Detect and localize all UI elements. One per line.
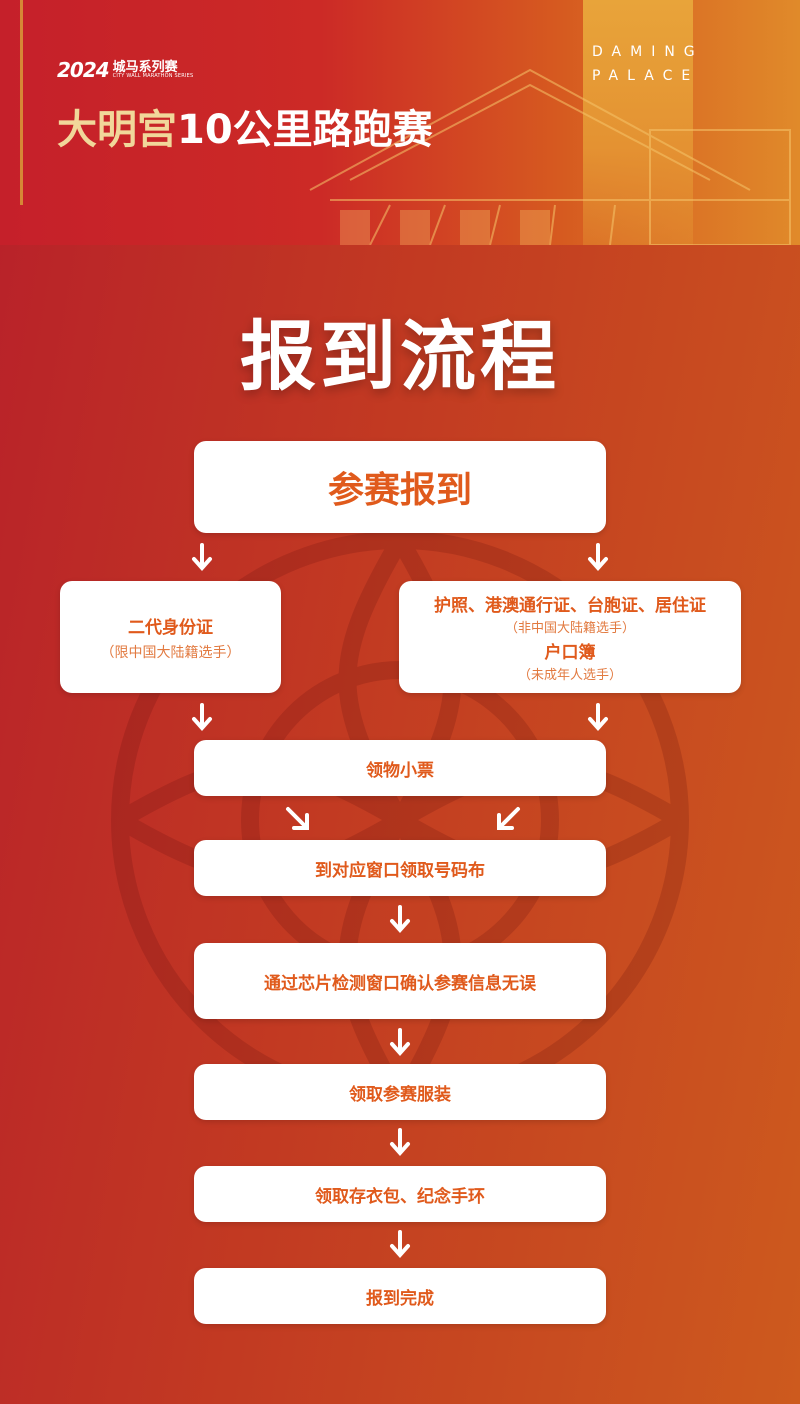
step-2: 到对应窗口领取号码布 bbox=[194, 840, 606, 896]
daming-line-1: DAMING bbox=[592, 44, 704, 60]
step-4-label: 领取参赛服装 bbox=[349, 1084, 451, 1105]
arrow-down-icon bbox=[192, 543, 212, 571]
daming-palace-label: DAMING PALACE bbox=[592, 40, 704, 88]
branch-left-note: （限中国大陆籍选手） bbox=[100, 644, 241, 661]
step-3-label: 通过芯片检测窗口确认参赛信息无误 bbox=[264, 973, 536, 994]
arrow-down-icon bbox=[588, 543, 608, 571]
series-logo: 2024 城马系列赛 CITY WALL MARATHON SERIES bbox=[57, 58, 193, 82]
step-5-label: 领取存衣包、纪念手环 bbox=[315, 1186, 485, 1207]
gold-line-decoration bbox=[20, 0, 23, 205]
branch-right-title-2: 户口簿 bbox=[544, 643, 596, 663]
arrow-down-icon bbox=[390, 1128, 410, 1156]
daming-line-2: PALACE bbox=[592, 68, 700, 84]
branch-right-title: 护照、港澳通行证、台胞证、居住证 bbox=[434, 596, 706, 616]
series-name: 城马系列赛 bbox=[112, 60, 178, 75]
step-1-label: 领物小票 bbox=[366, 760, 434, 781]
header-banner: 2024 城马系列赛 CITY WALL MARATHON SERIES 大明宫… bbox=[0, 0, 800, 245]
branch-right-documents: 护照、港澳通行证、台胞证、居住证 （非中国大陆籍选手） 户口簿 （未成年人选手） bbox=[399, 581, 741, 693]
step-start: 参赛报到 bbox=[194, 441, 606, 533]
event-title-gold: 大明宫 bbox=[57, 106, 177, 153]
step-5: 领取存衣包、纪念手环 bbox=[194, 1166, 606, 1222]
step-6-label: 报到完成 bbox=[366, 1288, 434, 1309]
step-start-label: 参赛报到 bbox=[327, 470, 472, 511]
event-title: 大明宫10公里路跑赛 bbox=[57, 97, 433, 155]
step-2-label: 到对应窗口领取号码布 bbox=[315, 860, 485, 881]
step-3: 通过芯片检测窗口确认参赛信息无误 bbox=[194, 943, 606, 1019]
series-english: CITY WALL MARATHON SERIES bbox=[112, 73, 194, 79]
arrow-down-left-icon bbox=[497, 807, 520, 830]
branch-right-note: （非中国大陆籍选手） bbox=[504, 621, 635, 636]
arrow-down-icon bbox=[588, 703, 608, 731]
branch-right-note-2: （未成年人选手） bbox=[517, 668, 622, 683]
step-4: 领取参赛服装 bbox=[194, 1064, 606, 1120]
palace-illustration-icon bbox=[309, 68, 791, 245]
step-1: 领物小票 bbox=[194, 740, 606, 796]
arrow-down-icon bbox=[390, 1230, 410, 1258]
arrow-down-icon bbox=[390, 1028, 410, 1056]
branch-left-id-card: 二代身份证 （限中国大陆籍选手） bbox=[60, 581, 281, 693]
arrow-down-icon bbox=[192, 703, 212, 731]
page-title: 报到流程 bbox=[240, 312, 560, 401]
arrow-down-right-icon bbox=[286, 807, 309, 830]
step-6: 报到完成 bbox=[194, 1268, 606, 1324]
branch-left-title: 二代身份证 bbox=[128, 617, 213, 638]
series-year: 2024 bbox=[57, 58, 110, 82]
arrow-down-icon bbox=[390, 905, 410, 933]
event-title-white: 10公里路跑赛 bbox=[177, 107, 433, 153]
